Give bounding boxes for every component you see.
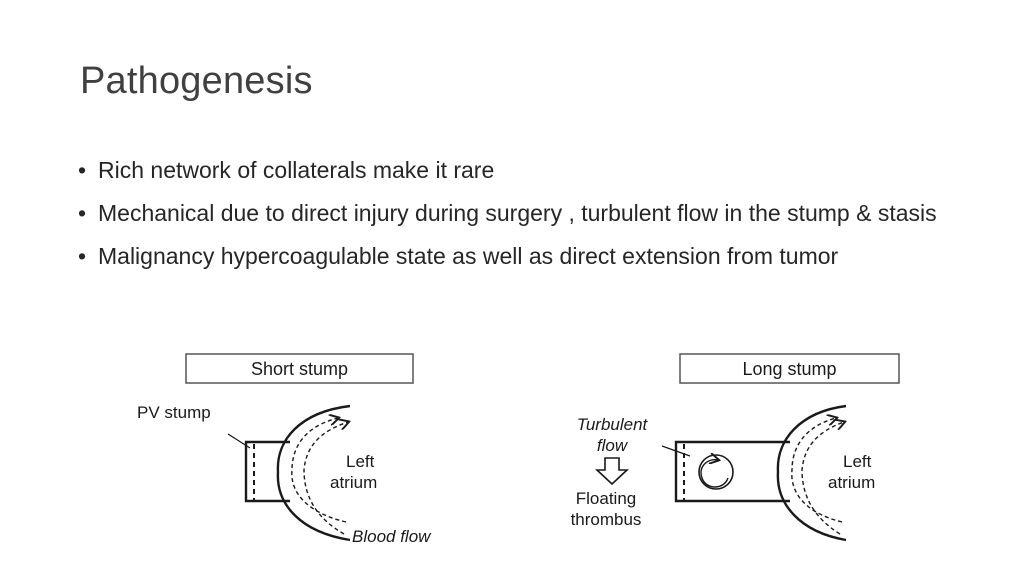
bullet-marker: •: [78, 243, 87, 269]
long-left-atrium-label-line1: Left: [843, 452, 872, 471]
down-arrow-icon: [594, 457, 630, 486]
pv-stump-label: PV stump: [137, 403, 211, 422]
bullet-item: • Malignancy hypercoagulable state as we…: [78, 240, 958, 272]
short-stump-heading-box: [185, 353, 414, 384]
long-left-atrium-wall: [776, 404, 847, 542]
turbulent-flow-label-line2: flow: [597, 436, 629, 455]
bullet-text: Mechanical due to direct injury during s…: [98, 200, 937, 226]
slide-title: Pathogenesis: [80, 60, 313, 102]
stump-diagram: Short stump PV stump Left atrium Blood f…: [0, 340, 1024, 576]
long-blood-flow-arrow-outer: [801, 422, 844, 535]
long-stump-vein: [674, 440, 790, 503]
short-stump-vein: [244, 440, 290, 503]
floating-thrombus-label-line2: thrombus: [571, 510, 642, 529]
short-left-atrium-wall: [276, 404, 351, 542]
bullet-text: Malignancy hypercoagulable state as well…: [98, 243, 839, 269]
blood-flow-label: Blood flow: [352, 527, 432, 546]
long-stump-heading-box: [679, 353, 900, 384]
bullet-text: Rich network of collaterals make it rare: [98, 157, 495, 183]
long-left-atrium-label-line2: atrium: [828, 473, 875, 492]
short-stump-heading: Short stump: [251, 359, 348, 379]
bullet-marker: •: [78, 200, 87, 226]
long-stump-heading: Long stump: [742, 359, 836, 379]
long-stump-panel: Long stump Turbulent flow Floating throm…: [571, 353, 900, 542]
short-blood-flow-arrow-outer: [303, 422, 348, 535]
bullet-item: • Mechanical due to direct injury during…: [78, 197, 958, 229]
floating-thrombus-label-line1: Floating: [576, 489, 636, 508]
bullet-list: • Rich network of collaterals make it ra…: [78, 154, 958, 283]
short-stump-panel: Short stump PV stump Left atrium Blood f…: [137, 353, 432, 546]
short-left-atrium-label-line1: Left: [346, 452, 375, 471]
short-blood-flow-arrow-inner: [291, 418, 347, 523]
short-left-atrium-label-line2: atrium: [330, 473, 377, 492]
bullet-marker: •: [78, 157, 87, 183]
long-blood-flow-arrow-inner: [791, 418, 843, 523]
stump-diagram-svg: Short stump PV stump Left atrium Blood f…: [137, 353, 900, 546]
bullet-item: • Rich network of collaterals make it ra…: [78, 154, 958, 186]
turbulent-swirl-arrow: [700, 460, 729, 488]
turbulent-flow-label-line1: Turbulent: [577, 415, 649, 434]
